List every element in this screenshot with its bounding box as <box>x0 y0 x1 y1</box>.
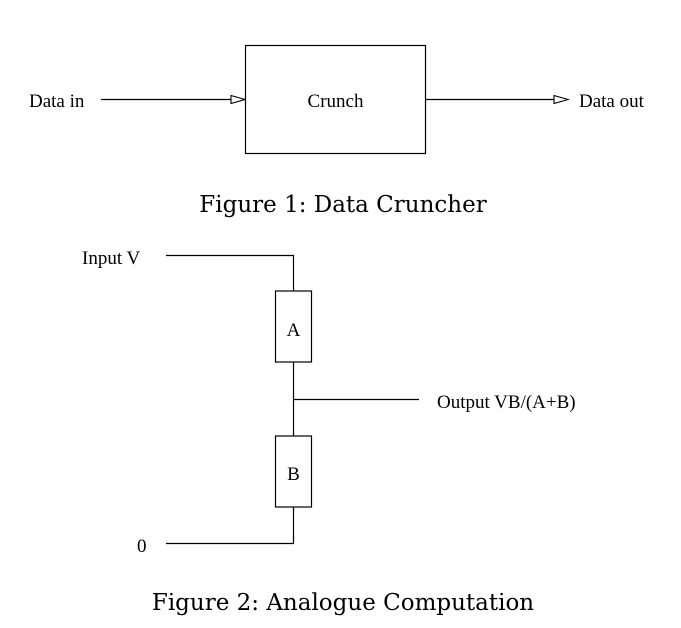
resistor-b <box>274 435 313 508</box>
resistor-a-label: A <box>287 320 301 341</box>
ground-wire <box>166 507 295 545</box>
figure-2-analogue-computation: Input V A Output VB/(A+B) B 0 Figure 2: … <box>82 248 576 616</box>
input-v-label: Input V <box>82 248 141 269</box>
output-arrowhead <box>553 94 571 105</box>
figure-2-caption: Figure 2: Analogue Computation <box>152 590 534 616</box>
output-label: Output VB/(A+B) <box>437 392 576 413</box>
data-in-label: Data in <box>29 91 85 112</box>
resistor-b-label: B <box>287 464 300 485</box>
input-arrowhead <box>230 94 248 105</box>
figure-1-caption: Figure 1: Data Cruncher <box>199 192 486 218</box>
data-out-label: Data out <box>579 91 645 112</box>
figure-1-data-cruncher: Data in Crunch Data out Figure 1: Data C… <box>29 44 645 218</box>
crunch-box <box>244 44 427 155</box>
crunch-label: Crunch <box>308 91 364 112</box>
resistor-a <box>274 290 313 363</box>
input-wire <box>166 254 295 291</box>
ground-label: 0 <box>137 536 147 557</box>
